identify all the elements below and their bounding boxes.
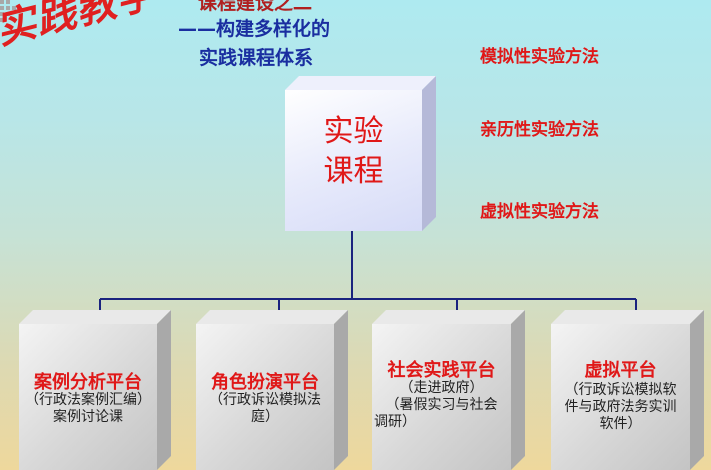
platform-desc-line: 件与政府法务实训 [564,399,677,415]
platform-desc-line: 调研） [374,414,416,430]
platform-desc-line: 软件） [599,416,642,432]
center-box: 实验 课程 [285,76,436,231]
center-box-line-2: 课程 [323,154,384,189]
platform-desc-line: （暑假实习与社会 [385,397,498,413]
platform-title: 社会实践平台 [387,360,496,381]
subtitle-line-1: 课程建设之二 [198,0,313,14]
subtitle-line-2: ——构建多样化的 [178,18,331,40]
platform-box-social-practice: 社会实践平台 （走进政府） （暑假实习与社会 调研） [372,310,525,470]
platform-desc-line: 案例讨论课 [53,409,123,425]
decorative-squares [0,0,16,30]
platform-desc-line: （行政诉讼模拟软 [564,382,677,398]
platform-desc-line: （走进政府） [399,380,484,396]
platform-desc-line: （行政诉讼模拟法 [209,392,321,408]
platform-box-case: 案例分析平台 （行政法案例汇编） 案例讨论课 [19,310,171,470]
platform-title: 虚拟平台 [584,360,657,381]
platform-title: 案例分析平台 [34,372,142,393]
platform-desc-line: 庭） [251,409,279,425]
platform-title: 角色扮演平台 [211,372,319,393]
platform-box-role-play: 角色扮演平台 （行政诉讼模拟法 庭） [196,310,348,470]
method-simulation: 模拟性实验方法 [480,47,599,67]
platform-box-virtual: 虚拟平台 （行政诉讼模拟软 件与政府法务实训 软件） [551,310,704,470]
center-box-line-1: 实验 [323,114,384,149]
method-virtual: 虚拟性实验方法 [480,202,599,222]
subtitle-line-3: 实践课程体系 [199,47,314,69]
method-experiential: 亲历性实验方法 [480,120,599,140]
platform-desc-line: （行政法案例汇编） [25,392,151,408]
